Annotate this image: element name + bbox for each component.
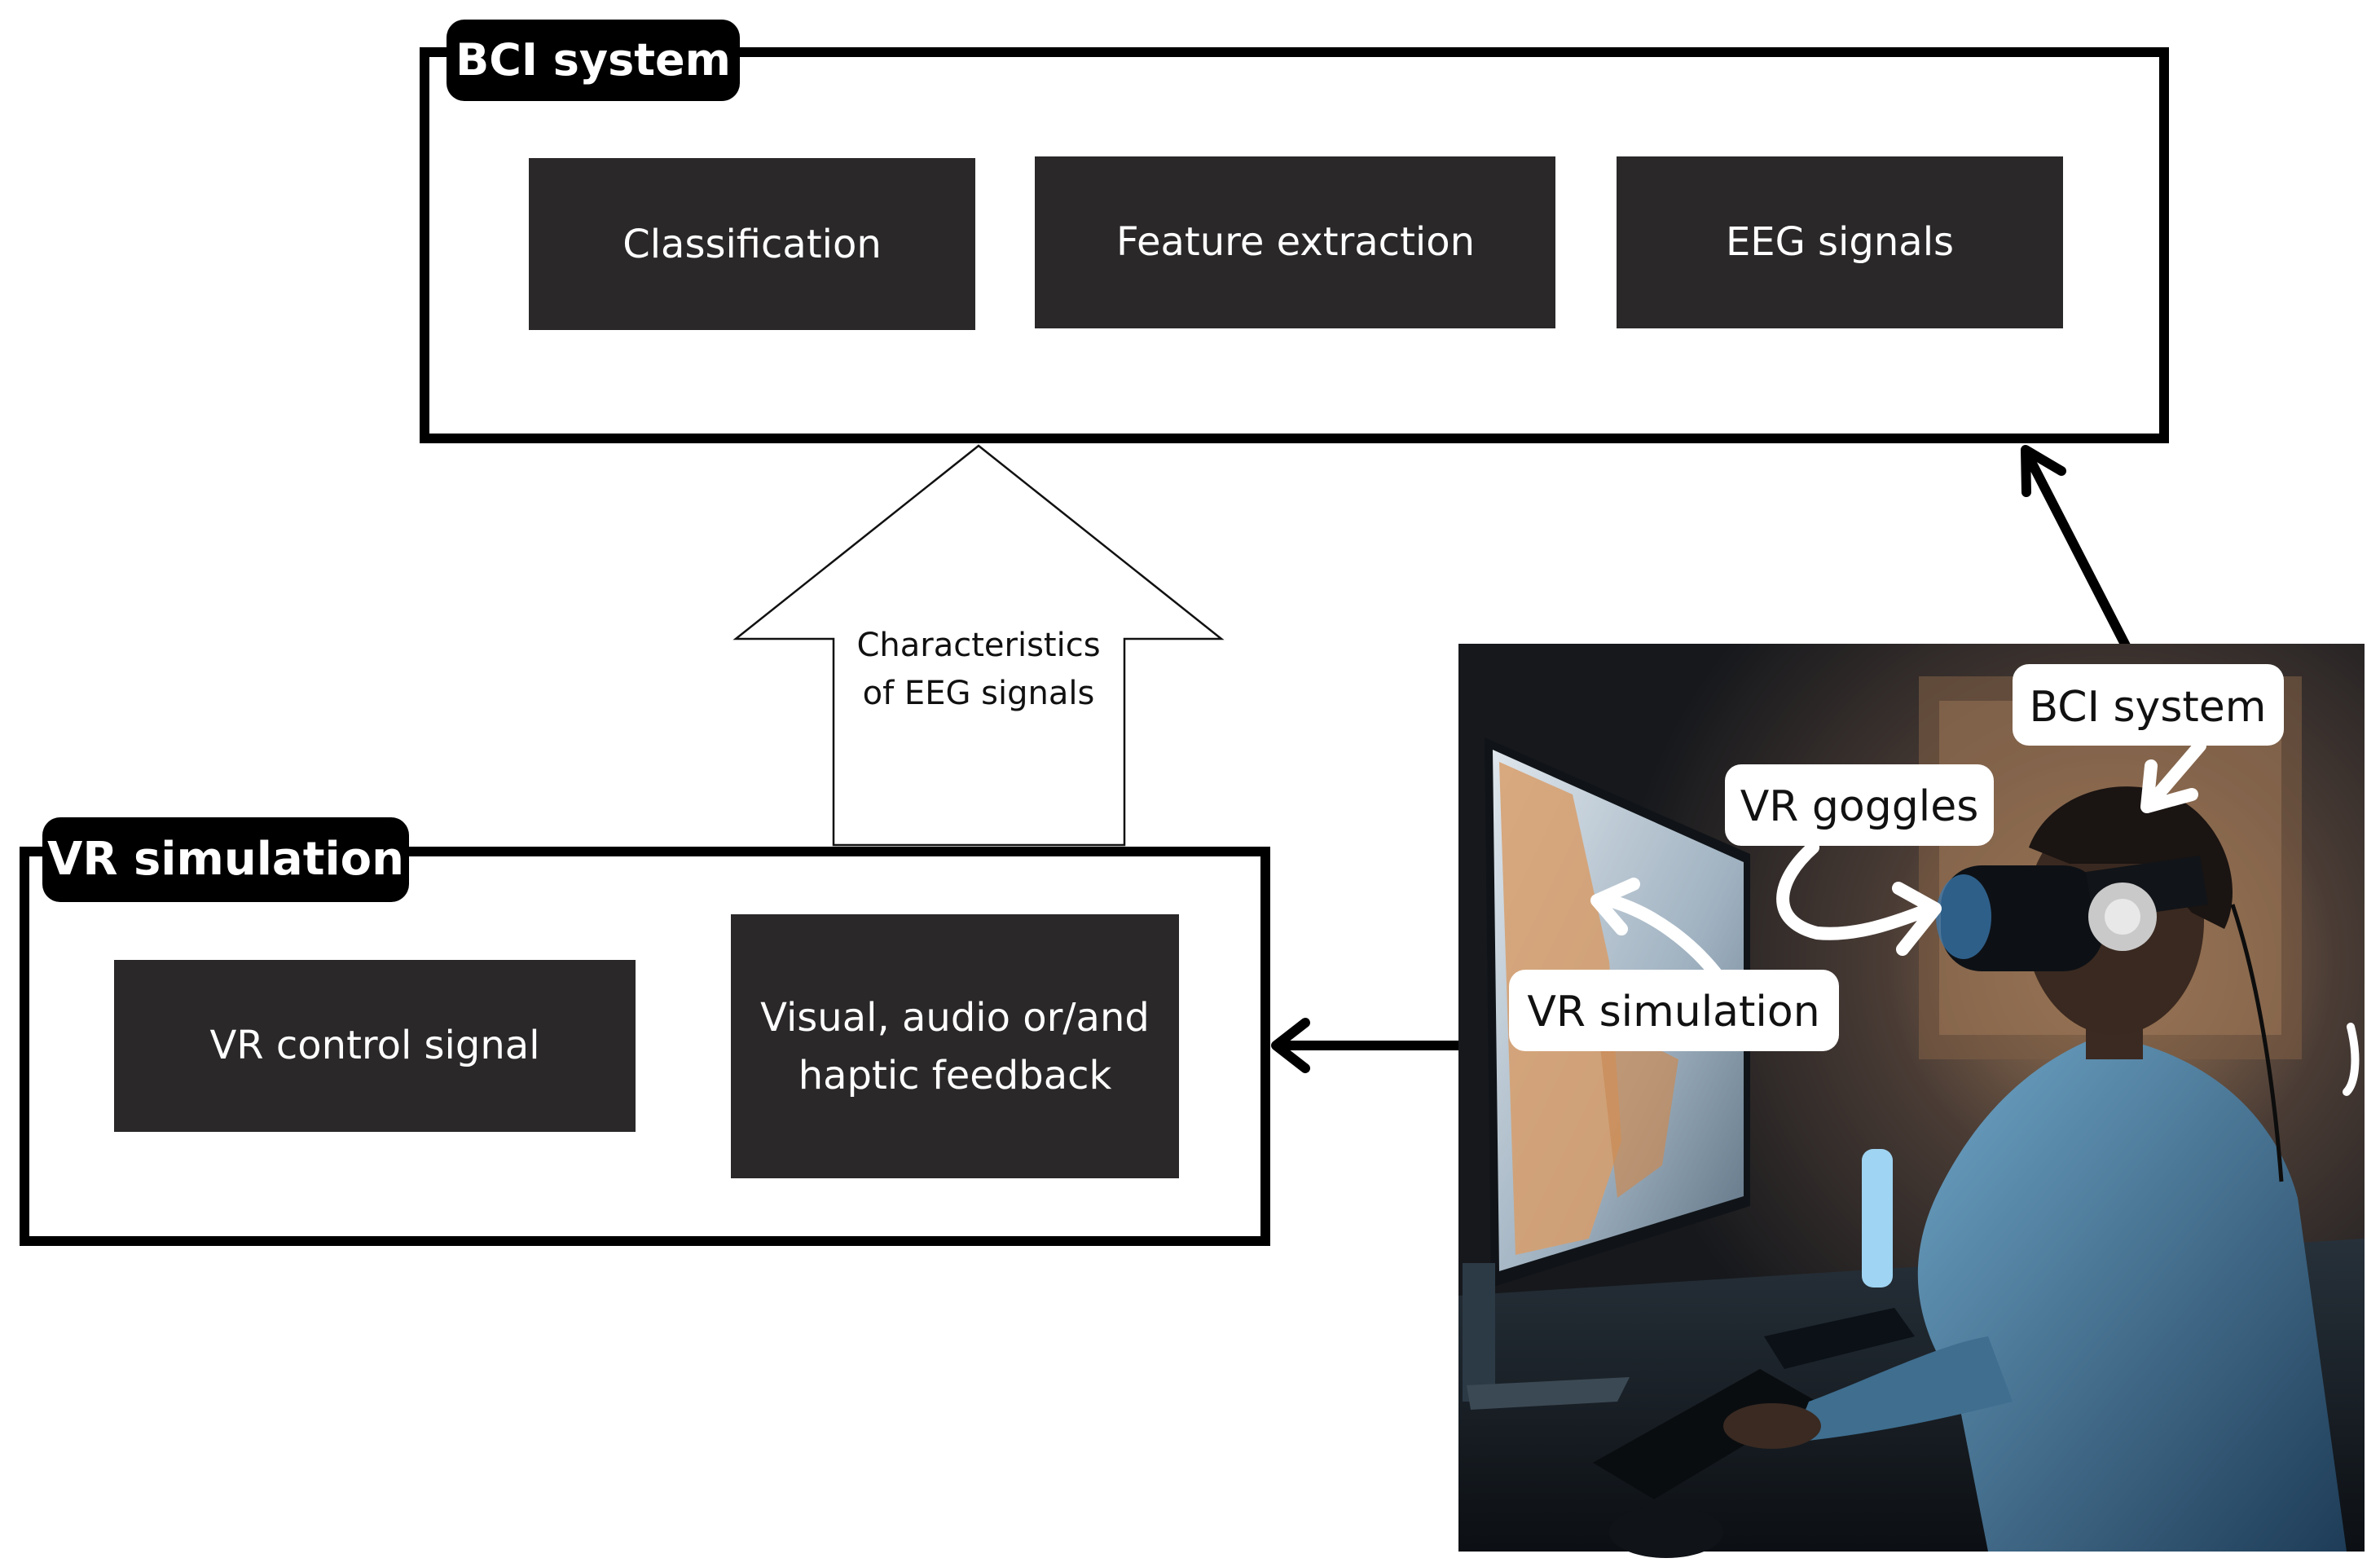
keyboard	[1593, 1369, 1817, 1499]
classification-label: Classification	[622, 222, 882, 267]
arrow-label-line1: Characteristics	[856, 627, 1100, 664]
vr-control-signal-label: VR control signal	[209, 1023, 539, 1068]
eeg-characteristics-arrow: Characteristics of EEG signals	[732, 444, 1225, 847]
bci-system-callout: BCI system	[2013, 664, 2284, 746]
eeg-signals-box: EEG signals	[1617, 156, 2063, 328]
vr-simulation-title: VR simulation	[47, 833, 404, 886]
vr-goggles-callout-label: VR goggles	[1740, 782, 1979, 831]
bci-system-frame	[420, 47, 2169, 443]
vr-simulation-frame	[20, 847, 1270, 1246]
vr-simulation-pointer	[1590, 878, 1726, 984]
vr-control-signal-box: VR control signal	[114, 960, 636, 1132]
person	[1917, 1035, 2347, 1552]
vr-simulation-callout-label: VR simulation	[1527, 988, 1819, 1037]
vr-simulation-callout: VR simulation	[1509, 970, 1839, 1051]
feedback-label-line2: haptic feedback	[798, 1053, 1112, 1098]
photo-to-bci-arrow	[2021, 445, 2138, 662]
hollow-up-arrow-shape	[732, 444, 1225, 847]
feedback-label-line1: Visual, audio or/and	[760, 995, 1150, 1041]
bci-system-group: BCI system Classification Feature extrac…	[420, 20, 2169, 443]
bci-system-title-tab: BCI system	[447, 20, 740, 101]
classification-box: Classification	[529, 158, 975, 330]
vr-goggles-pointer	[1776, 841, 1942, 956]
arrow-label-line2: of EEG signals	[863, 675, 1095, 712]
vr-simulation-title-tab: VR simulation	[42, 817, 409, 902]
bci-system-title: BCI system	[455, 34, 731, 86]
feature-extraction-box: Feature extraction	[1035, 156, 1555, 328]
photo-to-vr-arrow	[1271, 1018, 1458, 1073]
eeg-signals-label: EEG signals	[1726, 219, 1954, 265]
feature-extraction-label: Feature extraction	[1116, 219, 1475, 265]
vr-user-photo: BCI system VR goggles VR simulation	[1458, 644, 2365, 1558]
bci-system-pointer	[2140, 739, 2206, 813]
vr-goggles-callout: VR goggles	[1725, 764, 1994, 846]
feedback-box: Visual, audio or/and haptic feedback	[731, 914, 1179, 1178]
vr-simulation-group: VR simulation VR control signal Visual, …	[20, 817, 1270, 1246]
bci-system-callout-label: BCI system	[2030, 683, 2267, 732]
